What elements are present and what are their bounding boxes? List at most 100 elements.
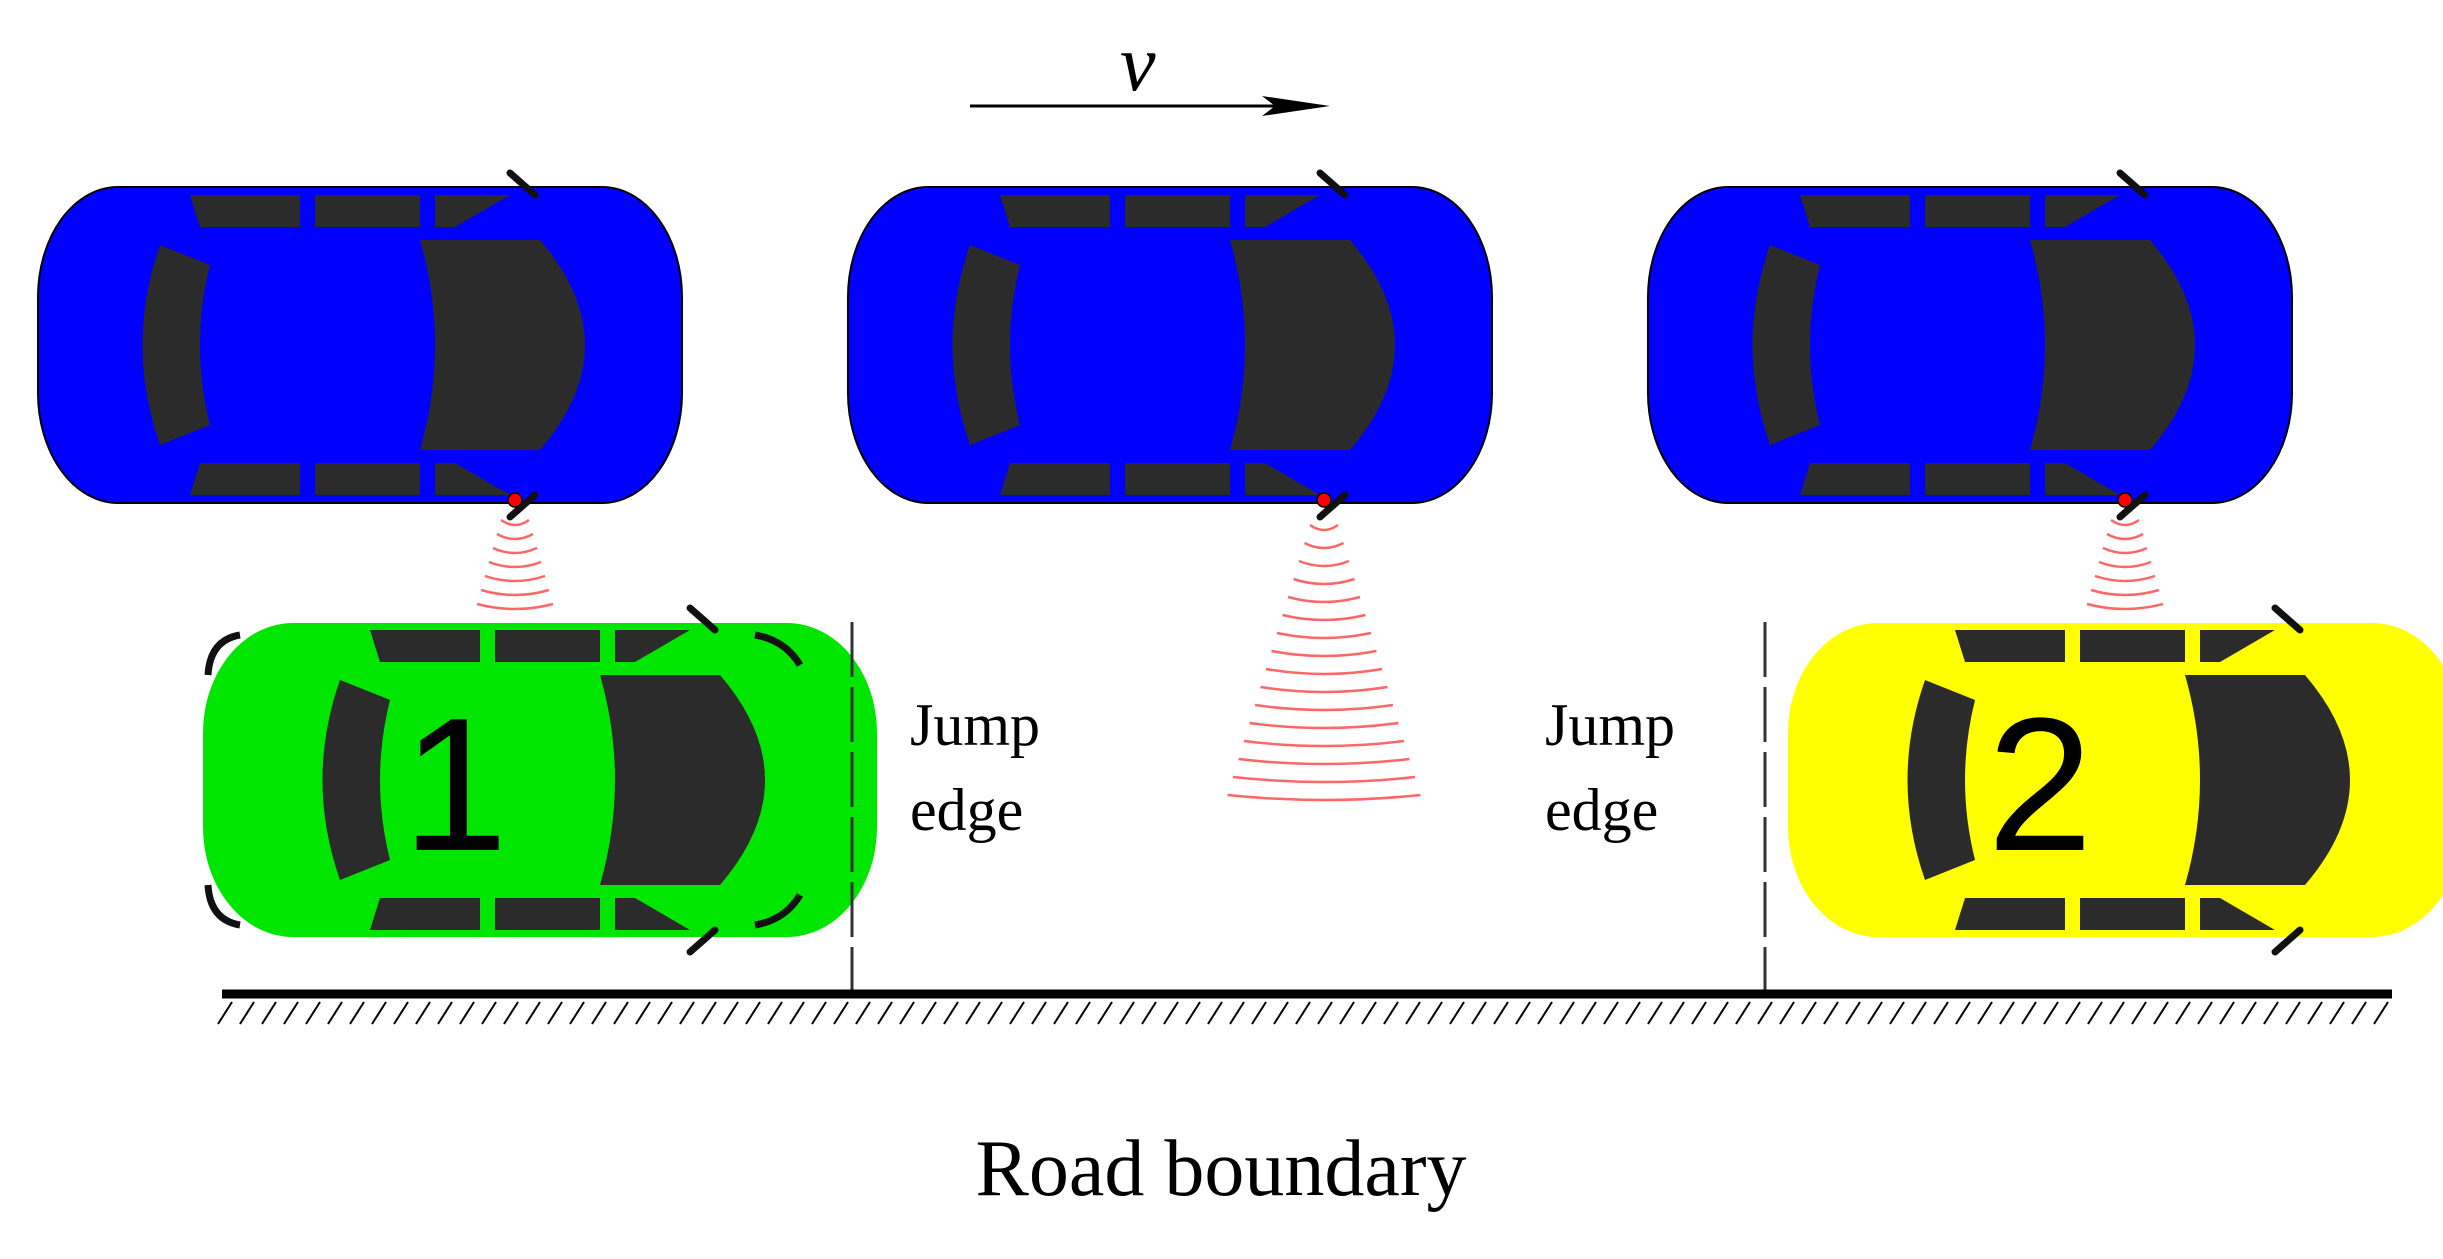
hatch-mark <box>1471 1001 1487 1025</box>
hatch-mark <box>613 1001 629 1025</box>
hatch-mark <box>1581 1001 1597 1025</box>
hatch-mark <box>1251 1001 1267 1025</box>
sensor-wave-long-arc <box>1298 559 1350 568</box>
hatch-mark <box>635 1001 651 1025</box>
sensor-wave-long-arc <box>1238 757 1410 766</box>
sensor-wave-long-arc <box>1249 721 1399 730</box>
hatch-mark <box>1603 1001 1619 1025</box>
hatch-mark <box>1163 1001 1179 1025</box>
sensor-wave-short-1-arc <box>480 588 550 597</box>
hatch-mark <box>1713 1001 1729 1025</box>
hatch-mark <box>723 1001 739 1025</box>
hatch-mark <box>371 1001 387 1025</box>
hatch-mark <box>1889 1001 1905 1025</box>
sensor-wave-long-arc <box>1303 541 1345 550</box>
sensor-wave-long <box>1227 523 1421 802</box>
sensor-wave-long-arc <box>1309 523 1339 532</box>
sensor-wave-short-1-arc <box>484 574 546 583</box>
hatch-mark <box>2263 1001 2279 1025</box>
hatch-mark <box>415 1001 431 1025</box>
hatch-mark <box>2197 1001 2213 1025</box>
hatch-mark <box>569 1001 585 1025</box>
parked-car-1-number: 1 <box>402 679 508 891</box>
hatch-mark <box>1053 1001 1069 1025</box>
hatch-mark <box>1339 1001 1355 1025</box>
hatch-mark <box>2241 1001 2257 1025</box>
hatch-mark <box>1955 1001 1971 1025</box>
hatch-mark <box>327 1001 343 1025</box>
hatch-mark <box>2351 1001 2367 1025</box>
sensor-wave-short-1-arc <box>500 518 530 527</box>
sensor-wave-long-arc <box>1227 793 1421 802</box>
sensor-wave-long-arc <box>1243 739 1405 748</box>
hatch-mark <box>1933 1001 1949 1025</box>
sensor-wave-short-1-arc <box>476 602 554 611</box>
hatch-mark <box>679 1001 695 1025</box>
hatch-mark <box>239 1001 255 1025</box>
velocity-label: v <box>1120 20 1156 108</box>
hatch-mark <box>899 1001 915 1025</box>
hatch-mark <box>1317 1001 1333 1025</box>
hatch-mark <box>1867 1001 1883 1025</box>
hatch-mark <box>1801 1001 1817 1025</box>
moving-car-position-2 <box>847 173 1493 517</box>
hatch-mark <box>1075 1001 1091 1025</box>
sensor-wave-short-2-arc <box>2086 602 2164 611</box>
hatch-mark <box>261 1001 277 1025</box>
sensor-wave-short-1-arc <box>496 532 534 541</box>
sensor-wave-short-2-arc <box>2098 560 2152 569</box>
sensor-wave-long-arc <box>1260 685 1388 694</box>
sensor-wave-long-arc <box>1254 703 1394 712</box>
sensor-wave-short-2-arc <box>2090 588 2160 597</box>
hatch-mark <box>2219 1001 2235 1025</box>
hatch-mark <box>1141 1001 1157 1025</box>
hatch-mark <box>1823 1001 1839 1025</box>
hatch-mark <box>2021 1001 2037 1025</box>
sensor-dot-1 <box>507 492 523 508</box>
sensor-wave-short-2-arc <box>2102 546 2148 555</box>
hatch-mark <box>2109 1001 2125 1025</box>
hatch-mark <box>283 1001 299 1025</box>
hatch-mark <box>1273 1001 1289 1025</box>
sensor-wave-short-2-arc <box>2106 532 2144 541</box>
hatch-mark <box>1779 1001 1795 1025</box>
moving-car-position-3 <box>1647 173 2293 517</box>
sensor-wave-long-arc <box>1276 631 1372 640</box>
hatch-mark <box>591 1001 607 1025</box>
sensor-dot-2 <box>1316 492 1332 508</box>
hatch-mark <box>1625 1001 1641 1025</box>
hatch-mark <box>1427 1001 1443 1025</box>
sensor-wave-short-1-arc <box>492 546 538 555</box>
hatch-mark <box>1207 1001 1223 1025</box>
hatch-mark <box>217 1001 233 1025</box>
hatch-mark <box>1295 1001 1311 1025</box>
hatch-mark <box>965 1001 981 1025</box>
jump-edge-label-1-line1: Jump <box>910 692 1040 758</box>
sensor-wave-short-2-arc <box>2110 518 2140 527</box>
hatch-mark <box>1669 1001 1685 1025</box>
hatch-mark <box>833 1001 849 1025</box>
hatch-mark <box>855 1001 871 1025</box>
jump-edge-label-1-line2: edge <box>910 777 1023 843</box>
hatch-mark <box>1361 1001 1377 1025</box>
sensor-wave-short-1-arc <box>488 560 542 569</box>
hatch-mark <box>1229 1001 1245 1025</box>
hatch-mark <box>1119 1001 1135 1025</box>
hatch-mark <box>1515 1001 1531 1025</box>
hatch-mark <box>1757 1001 1773 1025</box>
sensor-wave-long-arc <box>1271 649 1377 658</box>
hatch-mark <box>503 1001 519 1025</box>
hatch-mark <box>1735 1001 1751 1025</box>
parked-car-2-number: 2 <box>1987 679 2093 891</box>
hatch-mark <box>1097 1001 1113 1025</box>
hatch-mark <box>393 1001 409 1025</box>
hatch-mark <box>1031 1001 1047 1025</box>
hatch-mark <box>2043 1001 2059 1025</box>
sensor-wave-long-arc <box>1232 775 1416 784</box>
parked-car-2: 2 <box>1788 608 2443 952</box>
road-boundary-hatching <box>217 1001 2389 1025</box>
sensor-dot-3 <box>2117 492 2133 508</box>
sensor-wave-short-1 <box>476 518 554 611</box>
hatch-mark <box>305 1001 321 1025</box>
